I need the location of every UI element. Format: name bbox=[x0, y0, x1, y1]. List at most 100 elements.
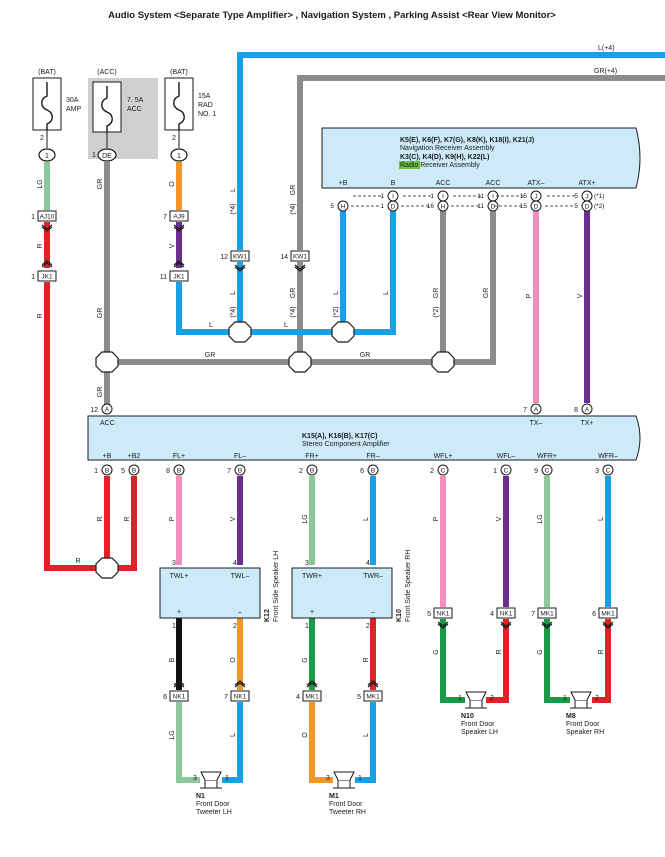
nav-lower-conn-label: D bbox=[491, 204, 496, 211]
splice-node-r bbox=[95, 557, 119, 579]
nav-name-2: Radio Receiver Assembly bbox=[400, 162, 480, 169]
wire-label-r: R bbox=[97, 516, 104, 521]
amp-pin-number: 1 bbox=[493, 468, 497, 475]
k12-term-plus: TWL+ bbox=[170, 573, 189, 580]
wire-gr-main bbox=[297, 75, 665, 250]
wire-label-gr: GR bbox=[97, 308, 104, 319]
connector-label: NK1 bbox=[173, 694, 186, 701]
wire-label-l: L bbox=[363, 733, 370, 737]
wire-gr-nav-acc2 bbox=[107, 210, 496, 365]
wire-label-l: L bbox=[363, 517, 370, 521]
nav-upper-pin: 11 bbox=[477, 193, 484, 200]
wire-label-gr: GR bbox=[290, 185, 297, 196]
connector-label: NK1 bbox=[234, 694, 247, 701]
wire-label-r: R bbox=[496, 649, 503, 654]
connector-label: KW1 bbox=[293, 254, 307, 261]
amp-term-6: WFL+ bbox=[434, 453, 453, 460]
wire-label-r: R bbox=[124, 516, 131, 521]
nav-lower-suffix: (*2) bbox=[594, 203, 604, 210]
amp-term-0: +B bbox=[103, 453, 112, 460]
amp-pin-conn-label: B bbox=[177, 468, 181, 475]
amp-pin-number: 6 bbox=[360, 468, 364, 475]
k10-name: Front Side Speaker RH bbox=[405, 550, 412, 622]
k12-term-minus: TWL– bbox=[231, 573, 250, 580]
wire-label-lg: LG bbox=[537, 514, 544, 523]
nav-lower-pin: 16 bbox=[427, 203, 435, 210]
fuse-acc-conn bbox=[97, 148, 117, 162]
speaker-pin-left: 1 bbox=[458, 695, 462, 702]
amp-pin-number: 1 bbox=[94, 468, 98, 475]
k10-out-pin-1: 1 bbox=[305, 623, 309, 630]
speaker-line2: Speaker RH bbox=[566, 729, 604, 736]
k12-body bbox=[159, 567, 261, 619]
wire-label-gr: GR bbox=[433, 288, 440, 299]
splice-node-gr-c bbox=[431, 351, 455, 373]
fuse-bat-amp-element bbox=[41, 82, 53, 130]
connector-pin: 12 bbox=[220, 254, 228, 261]
speaker-code: N1 bbox=[196, 793, 205, 800]
connector-pin: 11 bbox=[160, 274, 167, 281]
nav-codes-1: K5(E), K6(F), K7(G), K8(K), K18(I), K21(… bbox=[400, 137, 534, 144]
wire-label-r: R bbox=[598, 649, 605, 654]
amp-pin-number: 2 bbox=[430, 468, 434, 475]
k10-in-pin-1: 3 bbox=[305, 560, 309, 567]
wire-o-m1 bbox=[309, 702, 333, 783]
wire-label-gr: GR bbox=[290, 288, 297, 299]
nav-highlight bbox=[399, 161, 420, 169]
connector-label: MK1 bbox=[305, 694, 319, 701]
amp-pin-number: 3 bbox=[595, 468, 599, 475]
wire-r-amp bbox=[44, 282, 107, 571]
wire-label-l4: L(+4) bbox=[598, 45, 615, 52]
fuse-bat-rad-conn-label: 1 bbox=[177, 153, 181, 160]
nav-lower-conn-label: H bbox=[441, 204, 446, 211]
wire-label-l: L bbox=[383, 291, 390, 295]
wire-label-s4: (*4) bbox=[230, 203, 237, 214]
wire-label-lg: LG bbox=[302, 514, 309, 523]
speaker-pin-left: 3 bbox=[326, 775, 330, 782]
wire-label-r: R bbox=[37, 243, 44, 248]
connector-pin: 1 bbox=[31, 274, 35, 281]
speaker-code: M1 bbox=[329, 793, 339, 800]
fuse-bat-rad-pin: 2 bbox=[172, 135, 176, 142]
wire-label-b: B bbox=[169, 657, 176, 662]
fuse-bat-rad-element bbox=[173, 82, 185, 130]
amp-pin-number: 5 bbox=[121, 468, 125, 475]
wire-label-o: O bbox=[230, 657, 237, 663]
wire-l-main bbox=[237, 52, 665, 250]
amp-top-conn-label-txp: A bbox=[585, 407, 590, 414]
amp-term-2: FL+ bbox=[173, 453, 185, 460]
nav-lower-pin: 11 bbox=[477, 203, 484, 210]
nav-upper-conn-label: J bbox=[585, 194, 588, 201]
connector-pin: 4 bbox=[490, 611, 494, 618]
wire-label-l: L bbox=[230, 733, 237, 737]
k10-code: K10 bbox=[396, 609, 403, 622]
nav-receiver: K5(E), K6(F), K7(G), K8(K), K18(I), K21(… bbox=[321, 127, 641, 189]
speaker-pin-left: 3 bbox=[193, 775, 197, 782]
connector-pin: 1 bbox=[31, 214, 35, 221]
amp-pin-conn-label: B bbox=[238, 468, 242, 475]
amp-pin-number: 2 bbox=[299, 468, 303, 475]
fuse-bat-amp-conn-label: 1 bbox=[45, 153, 49, 160]
amp-term-3: FL– bbox=[234, 453, 246, 460]
speaker-line2: Tweeter RH bbox=[329, 809, 366, 816]
k10-box: TWR+ TWR– + – 3 4 1 2 K10 Front Side Spe… bbox=[291, 550, 412, 630]
amp-term-9: WFR– bbox=[598, 453, 618, 460]
nav-lower-conn bbox=[337, 200, 349, 212]
connector-pin: 14 bbox=[280, 254, 288, 261]
amp-top-conn-txm bbox=[530, 403, 542, 415]
connector-label: KW1 bbox=[233, 254, 247, 261]
amp-top-pin-acc: 12 bbox=[90, 407, 98, 414]
speaker-pin-left: 1 bbox=[563, 695, 567, 702]
connector-label: NK1 bbox=[437, 611, 450, 618]
amp-pin-conn-label: C bbox=[545, 468, 550, 475]
wire-label-v: V bbox=[496, 516, 503, 521]
